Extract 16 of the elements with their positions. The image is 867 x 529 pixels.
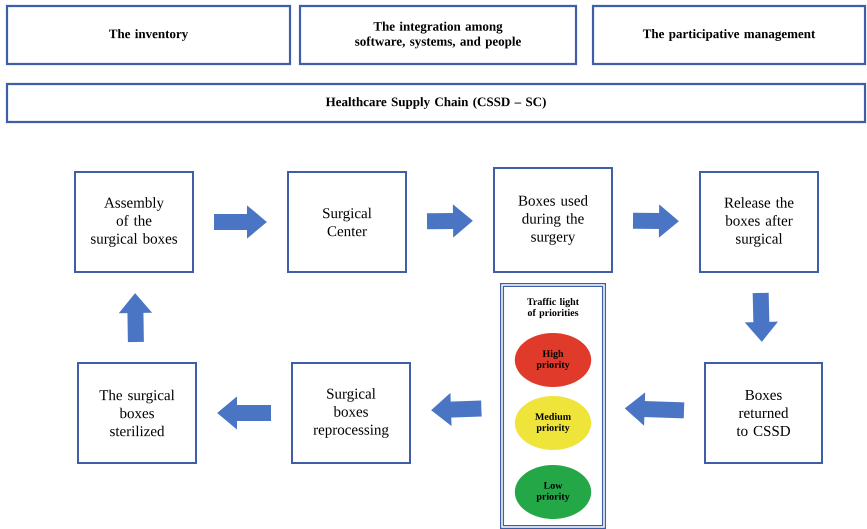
process-box: Assembly of the surgical boxes <box>74 171 194 273</box>
heading-box: Healthcare Supply Chain (CSSD – SC) <box>6 82 866 124</box>
panel-title: Traffic light of priorities <box>527 298 579 318</box>
process-box: Boxes used during the surgery <box>493 167 613 273</box>
traffic-light: High priority <box>514 333 592 387</box>
traffic-light: Medium priority <box>514 396 592 450</box>
heading-box: The participative management <box>592 4 866 66</box>
traffic-light: Low priority <box>514 465 592 519</box>
process-box: Surgical boxes reprocessing <box>291 362 411 464</box>
heading-box: The inventory <box>6 4 292 66</box>
process-box: The surgical boxes sterilized <box>77 362 197 464</box>
traffic-light-panel <box>500 282 606 529</box>
heading-box: The integration among software, systems, and people <box>298 4 578 66</box>
process-box: Surgical Center <box>287 171 407 273</box>
process-box: Boxes returned to CSSD <box>704 362 823 464</box>
process-box: Release the boxes after surgical <box>699 171 819 273</box>
